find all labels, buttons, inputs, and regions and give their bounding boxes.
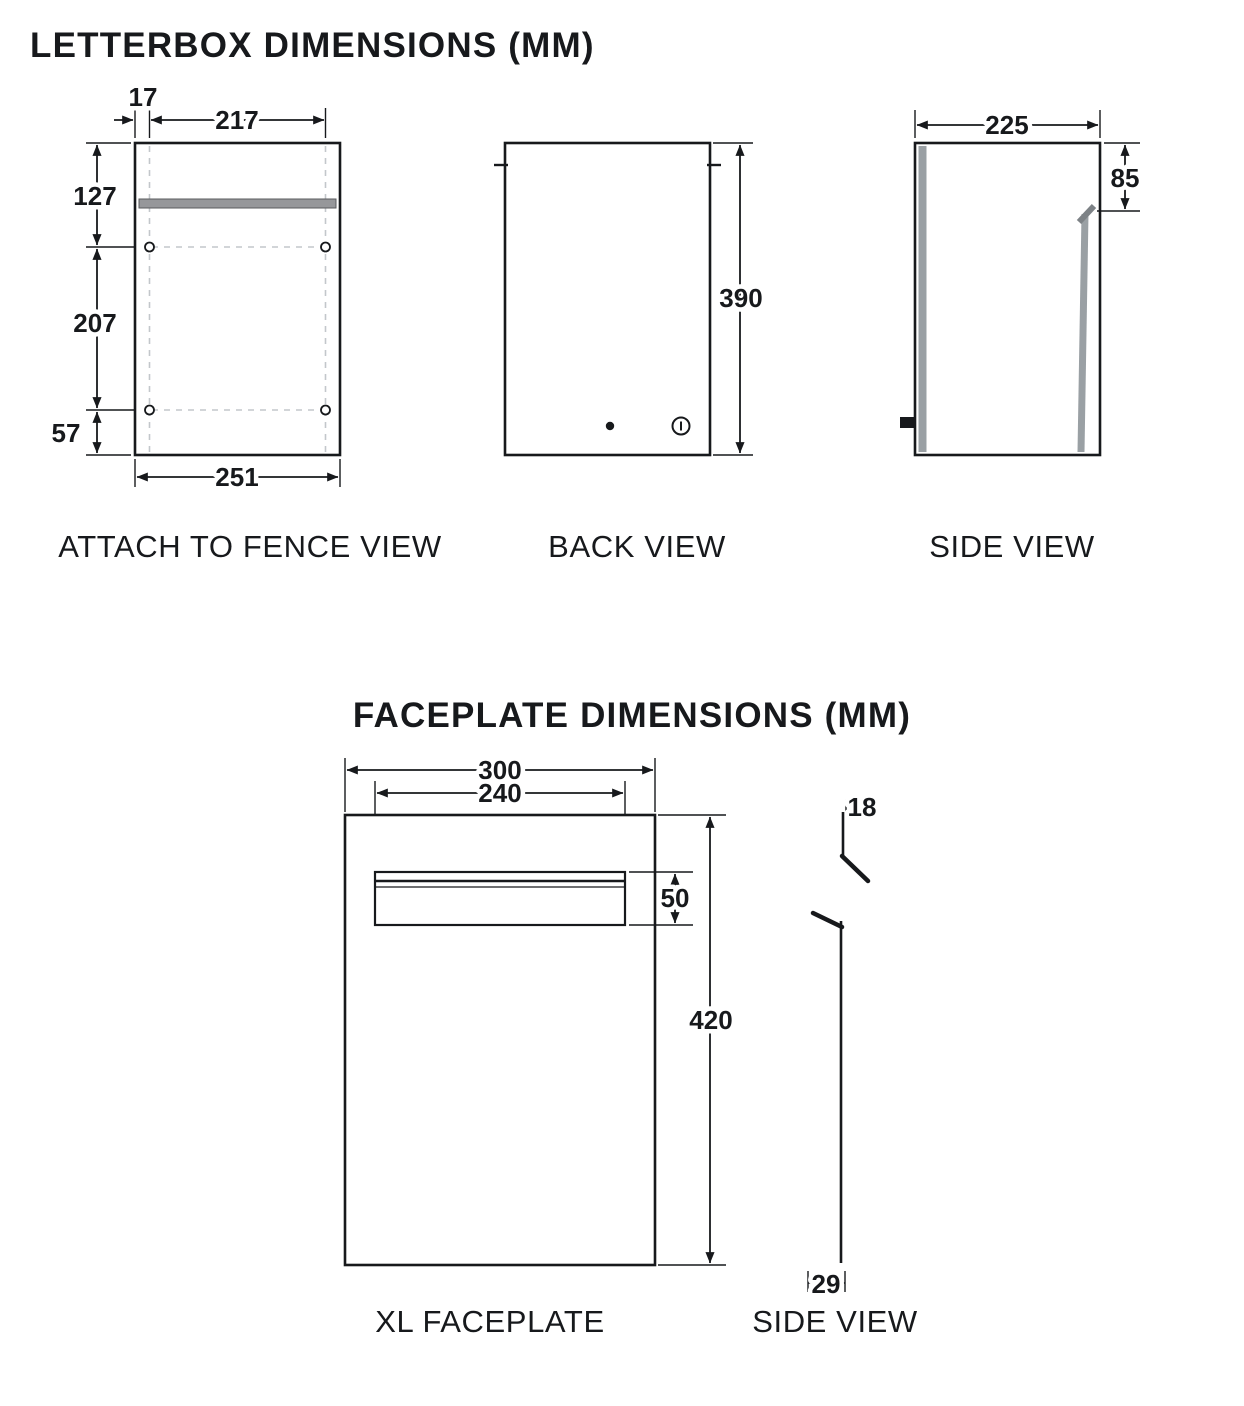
mounting-hole <box>320 241 331 253</box>
xl-dim-height: 420 <box>689 1005 732 1035</box>
fence-dim-inner-width: 217 <box>215 105 258 135</box>
mounting-hole <box>144 404 155 416</box>
fence-dim-upper-height: 127 <box>73 181 116 211</box>
internal-flap-tip <box>1076 203 1097 225</box>
xl-faceplate-drawing <box>343 758 726 1267</box>
fence-dim-mid-height: 207 <box>73 308 116 338</box>
latch-tab <box>900 417 915 428</box>
lock-icon <box>671 416 691 436</box>
mail-slot-bar <box>138 198 337 209</box>
mounting-hole <box>144 241 155 253</box>
open-flap-upper <box>839 853 871 884</box>
fence-view-caption: ATTACH TO FENCE VIEW <box>58 529 442 564</box>
fence-dim-width: 251 <box>215 462 258 492</box>
faceplate-title: FACEPLATE DIMENSIONS (MM) <box>353 696 911 735</box>
faceplate-profile-bar <box>918 146 927 452</box>
back-dim-height: 390 <box>719 283 762 313</box>
side-dim-depth: 225 <box>985 110 1028 140</box>
fence-dim-offset: 17 <box>129 82 158 112</box>
fside-dim-bottom: 29 <box>812 1269 841 1299</box>
side-view-caption: SIDE VIEW <box>929 529 1095 564</box>
xl-dim-slot-width: 240 <box>478 778 521 808</box>
fence-view-drawing <box>86 108 342 487</box>
fence-dim-lower-height: 57 <box>52 418 81 448</box>
internal-flap <box>1077 213 1089 453</box>
side-dim-flap-offset: 85 <box>1111 163 1140 193</box>
letterbox-side-outline <box>913 141 1102 457</box>
open-flap-lower <box>810 910 845 930</box>
letterbox-fence-outline <box>133 141 342 457</box>
letterbox-back-outline <box>503 141 712 457</box>
fside-dim-flap: 18 <box>848 792 877 822</box>
xl-dim-slot-height: 50 <box>661 883 690 913</box>
faceplate-side-view-drawing <box>807 799 878 1292</box>
xl-dim-width: 300 <box>478 755 521 785</box>
letterbox-title: LETTERBOX DIMENSIONS (MM) <box>30 26 595 65</box>
back-view-drawing <box>494 141 753 457</box>
faceplate-side-view-caption: SIDE VIEW <box>752 1304 918 1339</box>
drain-dot <box>605 421 615 431</box>
side-view-drawing <box>900 110 1140 457</box>
xl-faceplate-caption: XL FACEPLATE <box>375 1304 604 1339</box>
back-view-caption: BACK VIEW <box>548 529 726 564</box>
mounting-hole <box>320 404 331 416</box>
